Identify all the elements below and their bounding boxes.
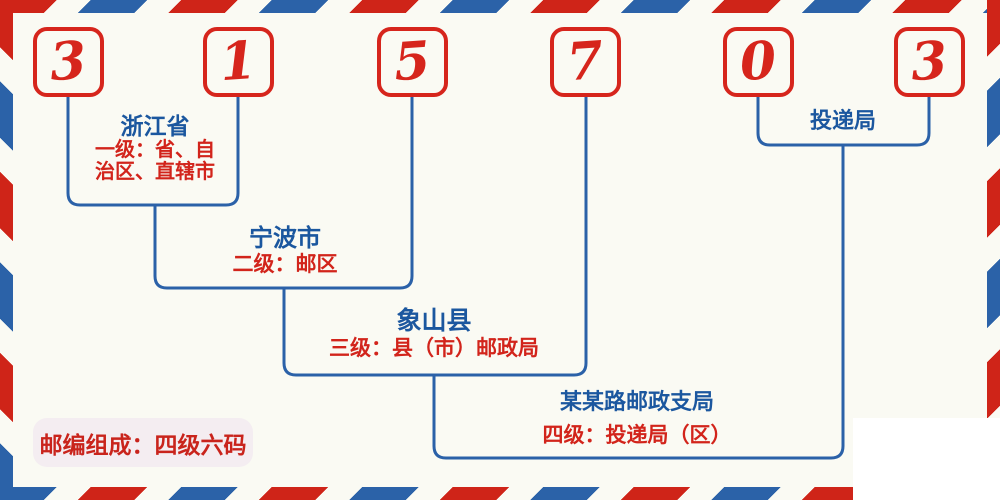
digit-box-2: 1: [203, 27, 274, 97]
composition-badge-text: 邮编组成：四级六码: [39, 431, 247, 458]
digit-box-4: 7: [550, 27, 621, 97]
digit-4: 7: [565, 29, 606, 94]
label-level3-county: 象山县 三级：县（市）邮政局: [284, 307, 584, 361]
digit-5: 0: [738, 29, 779, 94]
digit-box-6: 3: [894, 27, 965, 97]
digit-box-3: 5: [377, 27, 448, 97]
digit-6: 3: [909, 29, 950, 94]
composition-badge: 邮编组成：四级六码: [33, 418, 253, 467]
digit-1: 3: [48, 29, 89, 94]
airmail-border-top: [0, 0, 1000, 13]
city-name: 宁波市: [249, 225, 321, 252]
airmail-border-left: [0, 0, 13, 500]
county-name: 象山县: [396, 307, 472, 335]
level3-desc: 三级：县（市）邮政局: [329, 337, 539, 360]
digit-2: 1: [218, 29, 259, 94]
digit-box-5: 0: [723, 27, 794, 97]
level4-desc: 四级：投递局（区）: [542, 424, 732, 447]
province-name: 浙江省: [120, 113, 190, 139]
delivery-office-name: 投递局: [809, 108, 876, 133]
digit-3: 5: [392, 29, 433, 94]
bracket-level4: [432, 145, 845, 460]
level2-desc: 二级：邮区: [232, 253, 338, 276]
label-level1-province: 浙江省 一级：省、自 治区、直辖市: [35, 113, 275, 183]
label-delivery-office: 投递局: [723, 108, 963, 133]
airmail-border-bottom: [0, 487, 1000, 500]
level1-desc-line2: 治区、直辖市: [95, 161, 215, 183]
bracket-level1: [66, 97, 240, 207]
branch-name: 某某路邮政支局: [559, 389, 714, 414]
airmail-border-right: [987, 0, 1000, 500]
label-level2-city: 宁波市 二级：邮区: [165, 225, 405, 277]
digit-box-1: 3: [33, 27, 104, 97]
level1-desc-line1: 一级：省、自: [95, 139, 215, 161]
label-level4-branch: 某某路邮政支局 四级：投递局（区）: [487, 389, 787, 448]
bottom-right-white-patch: [853, 418, 1000, 500]
